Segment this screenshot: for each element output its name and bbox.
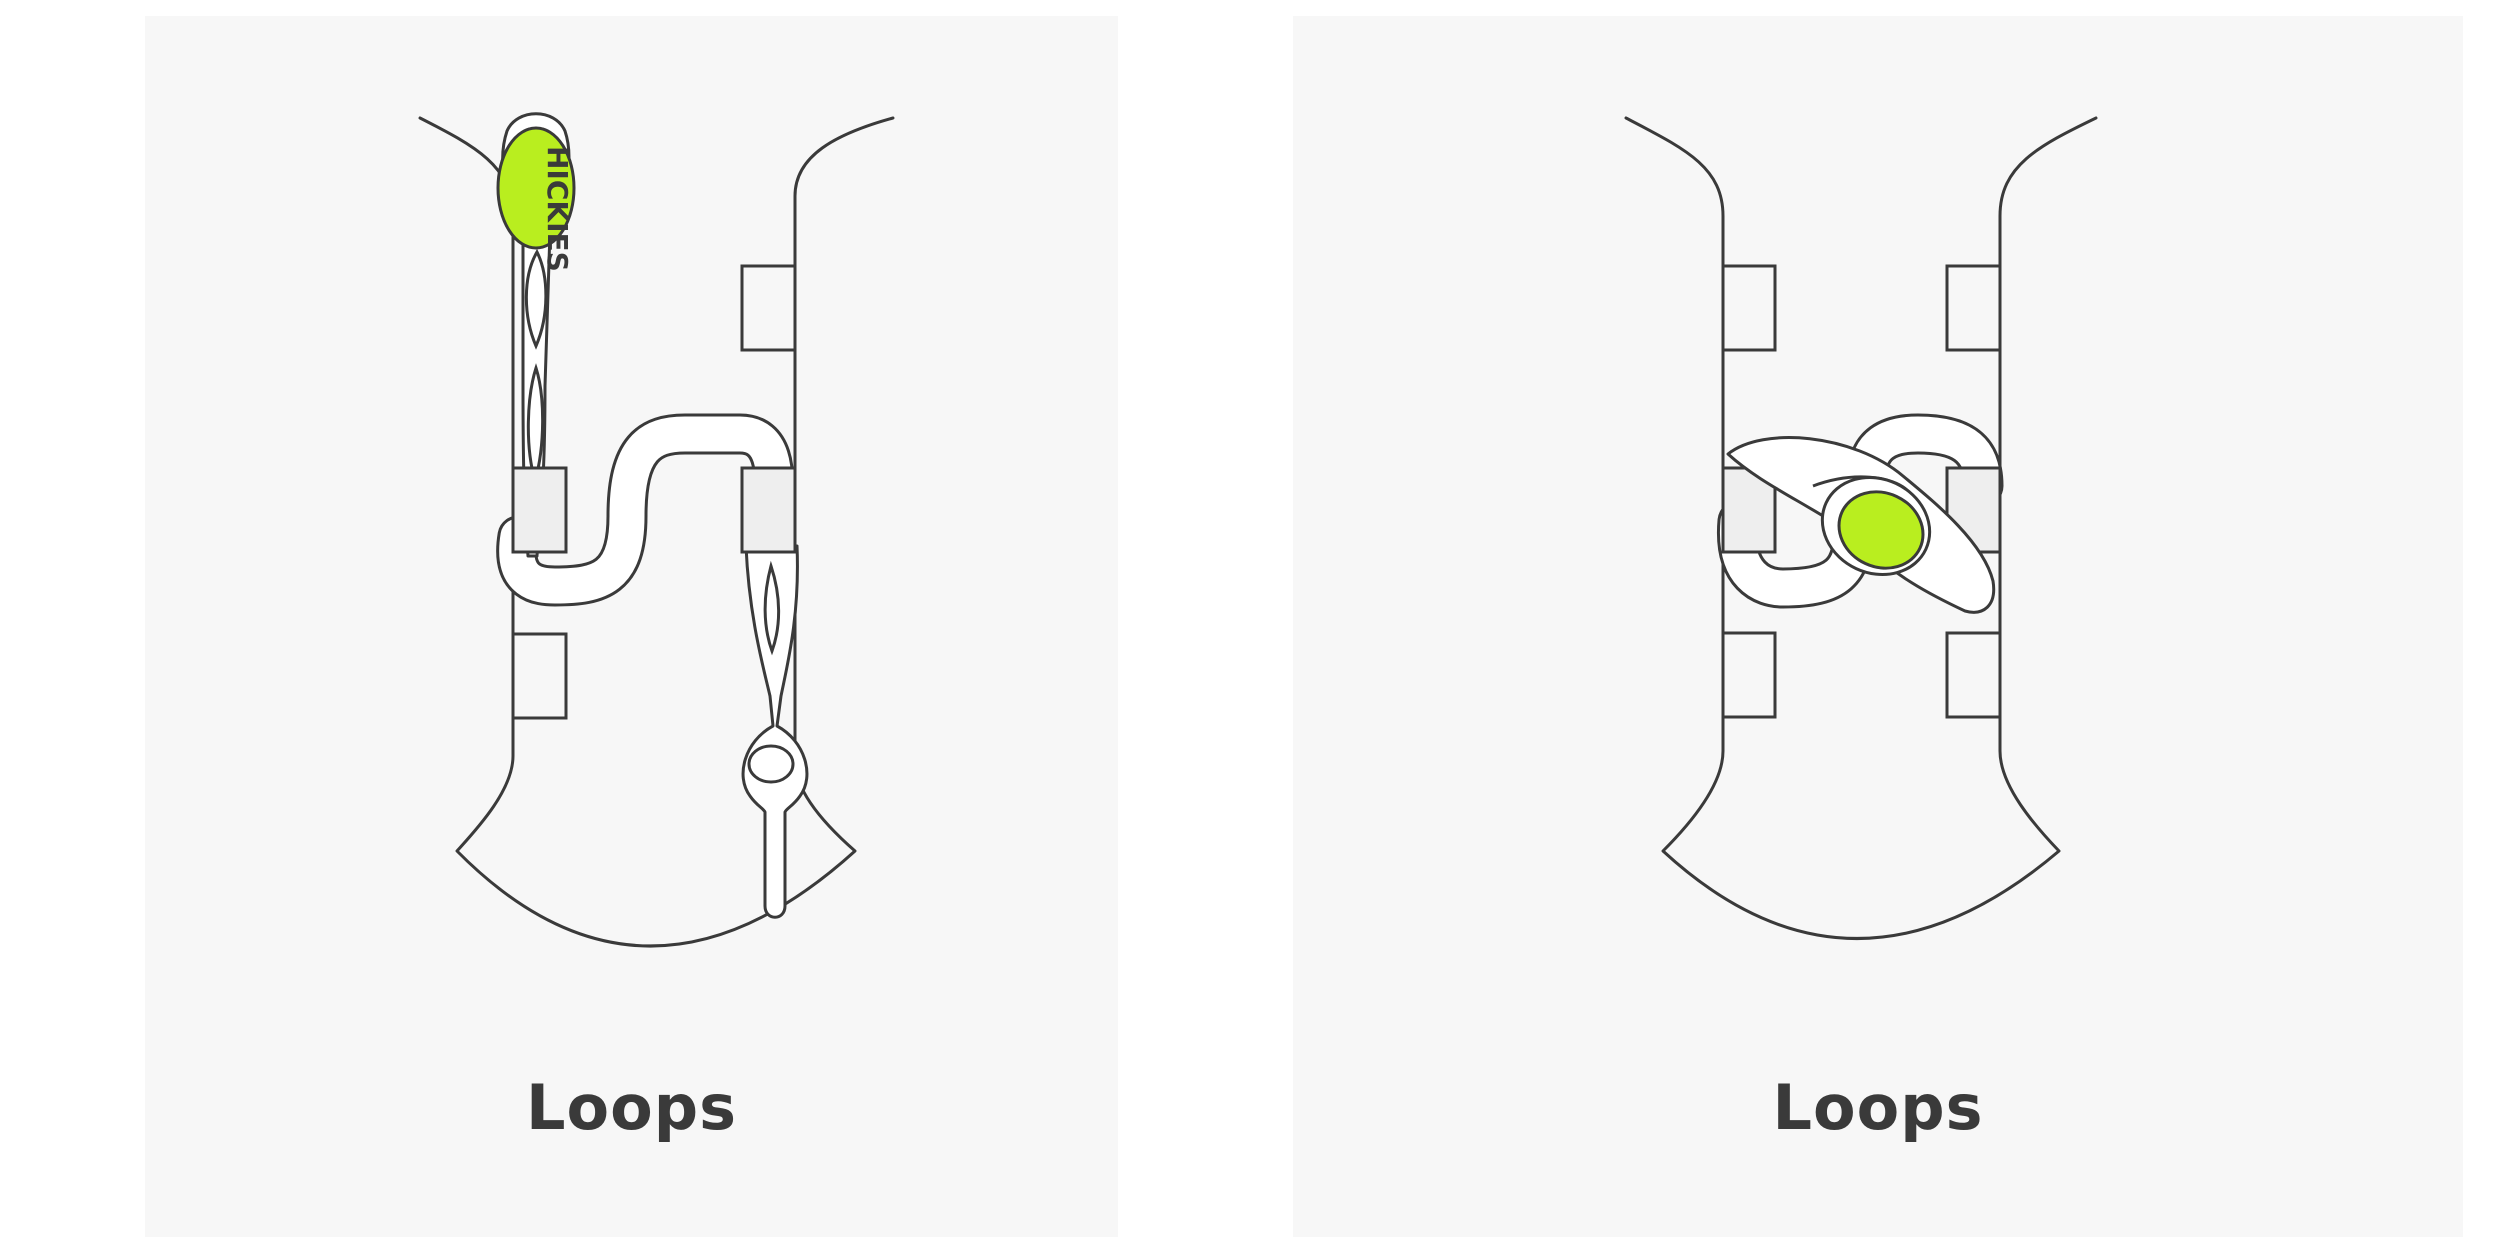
eyelet-tab-icon [1945,631,2002,719]
panel-caption: Loops [1772,1071,1984,1144]
shoe-outline-icon [418,116,895,948]
loops-panel-fastened: Loops [1293,16,2463,1237]
shoe-outline-icon [1624,116,2098,940]
shoe-diagram-fastened [1624,116,2098,940]
eyelet-tab-icon [1721,631,1777,719]
eyelet-tab-icon [511,632,568,720]
brand-badge-icon [496,126,576,250]
loop-tab-icon [1721,466,1777,554]
eyelet-tab-icon [740,264,797,352]
lace-brand-label: HICKIES [541,146,574,272]
shoe-diagram-unfastened: HICKIES [418,112,895,948]
lace-loop-icon [496,413,795,607]
brand-badge-icon [1837,490,1925,570]
loops-panel-unfastened: HICKIES Loops [145,16,1118,1237]
loop-tab-icon [511,466,568,554]
eyelet-tab-icon [1721,264,1777,352]
panel-caption: Loops [526,1071,737,1144]
loop-tab-icon [740,466,797,554]
lace-tab-hanging-icon [741,544,809,919]
lace-tab-top-icon: HICKIES [496,112,576,558]
lace-tab-fastened-icon [1726,436,1996,614]
eyelet-tab-icon [1945,264,2002,352]
